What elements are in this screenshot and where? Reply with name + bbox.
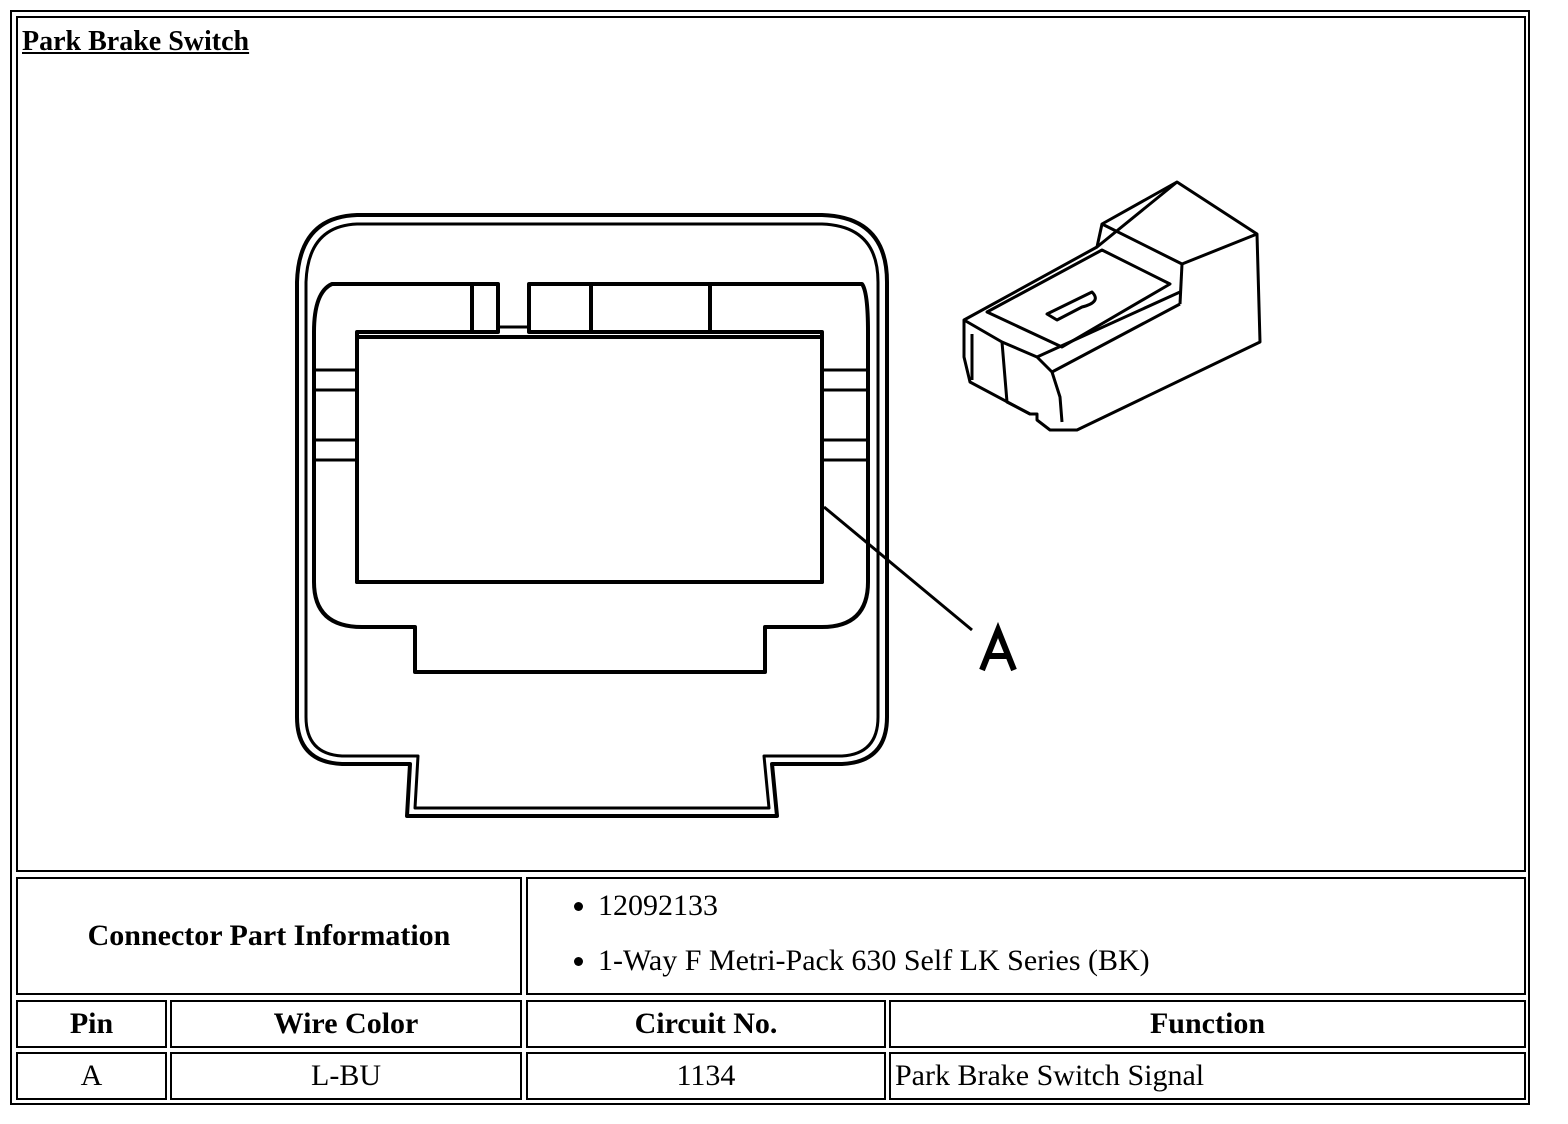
- page-title: Park Brake Switch: [22, 26, 250, 57]
- connector-part-number: 12092133: [598, 891, 1524, 921]
- latch-tab-right: [589, 282, 712, 334]
- latch-tab-center: [527, 282, 593, 334]
- callout-leader-line: [823, 505, 973, 632]
- table-row-function: Park Brake Switch Signal: [889, 1052, 1526, 1100]
- connector-housing-outline: [295, 213, 889, 818]
- header-wire-color: Wire Color: [170, 1000, 522, 1048]
- connector-isometric-view: [962, 180, 1262, 432]
- connector-drawing: [295, 180, 1262, 818]
- connector-housing-inner-outline: [304, 222, 880, 810]
- callout-letter-a: [979, 621, 1017, 672]
- connector-description: 1-Way F Metri-Pack 630 Self LK Series (B…: [598, 946, 1524, 976]
- table-row-circuit-no: 1134: [526, 1052, 886, 1100]
- document-frame: [10, 10, 1530, 1105]
- header-circuit-no: Circuit No.: [526, 1000, 886, 1048]
- connector-part-info-list: 12092133 1-Way F Metri-Pack 630 Self LK …: [528, 891, 1524, 976]
- connector-figure-cell: Park Brake Switch: [16, 16, 1526, 872]
- latch-tab-left: [470, 282, 500, 334]
- terminal-a: [355, 335, 824, 584]
- connector-part-info-label: Connector Part Information: [16, 877, 522, 995]
- header-pin: Pin: [16, 1000, 167, 1048]
- connector-cavity: [312, 282, 870, 674]
- table-row-wire-color: L-BU: [170, 1052, 522, 1100]
- header-function: Function: [889, 1000, 1526, 1048]
- connector-part-info-values: 12092133 1-Way F Metri-Pack 630 Self LK …: [526, 877, 1526, 995]
- table-row-pin: A: [16, 1052, 167, 1100]
